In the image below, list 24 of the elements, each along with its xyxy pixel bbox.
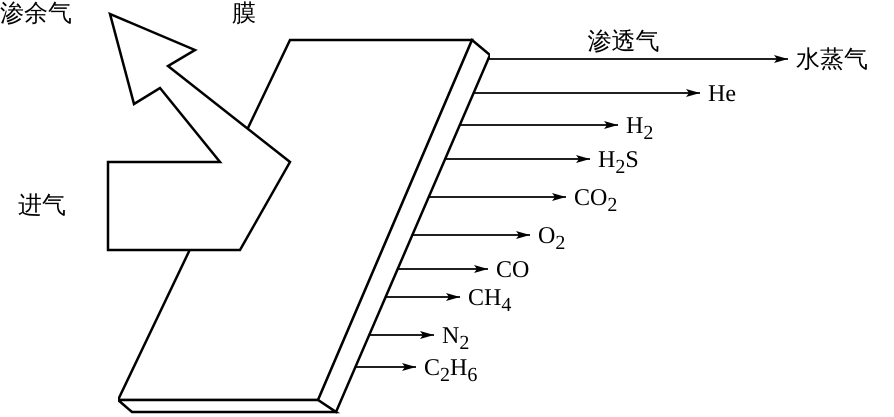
- gas-label: CH$_{4}$: [468, 284, 538, 318]
- stream-label: 水蒸气: [796, 46, 886, 76]
- stream-label: 进气: [18, 192, 108, 222]
- gas-label: CO: [496, 256, 540, 286]
- arrow: [384, 293, 460, 301]
- block-arrow: [106, 12, 292, 252]
- gas-label: H$_{2}$: [626, 112, 666, 146]
- gas-label: C$_{2}$H$_{6}$: [424, 354, 504, 388]
- arrow: [487, 55, 788, 63]
- gas-label: O$_{2}$: [538, 222, 578, 256]
- gas-label: He: [708, 80, 748, 110]
- arrow: [472, 89, 700, 97]
- arrow: [428, 193, 566, 201]
- membrane-label: 膜: [232, 0, 256, 28]
- arrow: [411, 231, 530, 239]
- stream-label: 渗余气: [0, 0, 110, 30]
- arrow: [396, 265, 488, 273]
- arrow: [368, 331, 434, 339]
- gas-label: CO$_{2}$: [574, 184, 634, 218]
- arrow: [354, 363, 416, 371]
- arrow: [444, 155, 590, 163]
- gas-label: H$_{2}$S: [598, 146, 648, 180]
- gas-label: N$_{2}$: [442, 322, 482, 356]
- arrow: [458, 121, 618, 129]
